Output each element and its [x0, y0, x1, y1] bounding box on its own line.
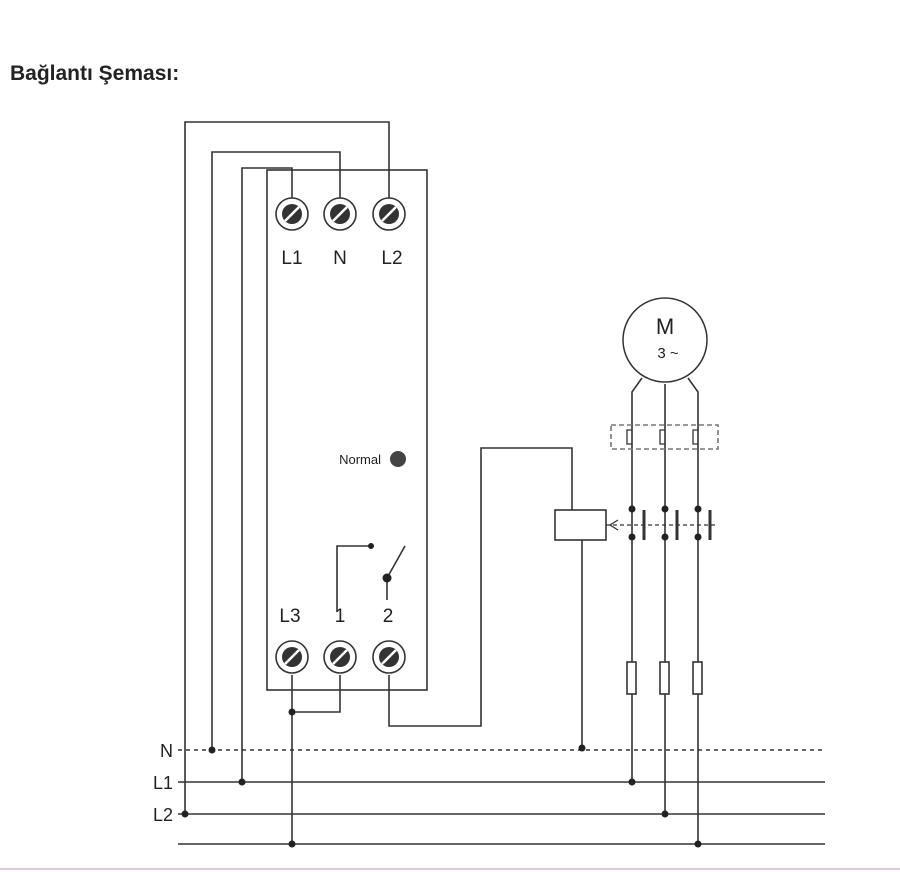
- thermal-element-3: [692, 429, 698, 445]
- supply-label-n: N: [160, 741, 173, 761]
- relay-housing: [266, 169, 428, 691]
- wire-bottom-1: [292, 675, 341, 713]
- terminal-screw-2: [372, 640, 406, 674]
- fuse-1: [626, 661, 637, 695]
- wire-top-n: [211, 151, 341, 748]
- terminal-label-1: 1: [335, 606, 346, 627]
- terminal-label-l2: L2: [381, 248, 402, 269]
- supply-label-l2: L2: [153, 805, 173, 825]
- terminal-screws: [275, 197, 406, 674]
- motor-label: M: [656, 314, 674, 339]
- phase-wire-3: [687, 377, 699, 844]
- fuse-3: [692, 661, 703, 695]
- overload-relay-box: [610, 424, 719, 450]
- terminal-label-l1: L1: [281, 248, 302, 269]
- terminal-screw-l2: [372, 197, 406, 231]
- bottom-divider: [0, 868, 900, 870]
- thermal-element-2: [659, 429, 665, 445]
- motor-symbol: [622, 297, 708, 383]
- thermal-element-1: [626, 429, 632, 445]
- contactor-coil: [554, 509, 607, 541]
- terminal-screw-1: [323, 640, 357, 674]
- motor-phase-label: 3 ~: [657, 345, 679, 362]
- contact-blade: [386, 545, 406, 579]
- terminal-label-n: N: [333, 248, 347, 269]
- wire-top-l2: [184, 121, 390, 813]
- terminal-screw-l1: [275, 197, 309, 231]
- phase-wire-1: [631, 377, 643, 782]
- normal-led: [390, 451, 406, 467]
- contact-wire: [336, 545, 371, 612]
- terminal-label-l3: L3: [279, 606, 300, 627]
- link-arrow: [608, 519, 619, 531]
- page-title: Bağlantı Şeması:: [10, 62, 180, 85]
- terminal-label-2: 2: [383, 606, 394, 627]
- led-label: Normal: [339, 452, 381, 467]
- junction-dots: [181, 505, 702, 848]
- wire-bottom-2: [388, 447, 573, 727]
- wire-top-l1: [241, 167, 293, 780]
- supply-label-l1: L1: [153, 773, 173, 793]
- fuse-2: [659, 661, 670, 695]
- terminal-screw-n: [323, 197, 357, 231]
- terminal-screw-l3: [275, 640, 309, 674]
